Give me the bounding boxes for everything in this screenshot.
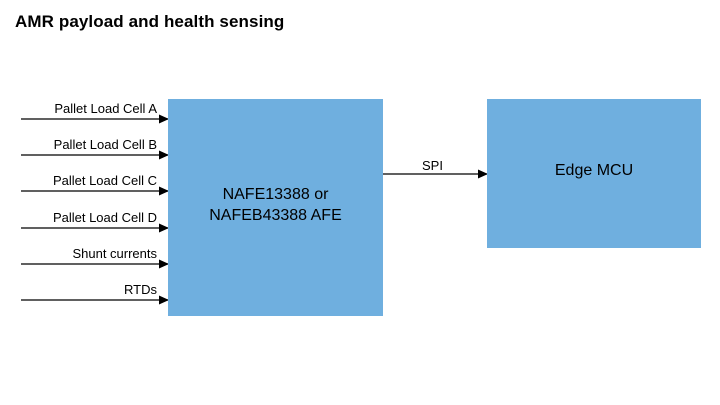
afe-label: NAFE13388 or NAFEB43388 AFE [168, 184, 383, 226]
afe-label-line-2: NAFEB43388 AFE [209, 207, 342, 224]
input-label: Shunt currents [72, 246, 157, 261]
spi-label: SPI [422, 158, 443, 173]
edge-mcu-block: Edge MCU [487, 99, 701, 248]
input-label: Pallet Load Cell D [52, 210, 157, 225]
afe-block: NAFE13388 or NAFEB43388 AFE [168, 99, 383, 316]
input-label: Pallet Load Cell B [53, 137, 157, 152]
diagram-title: AMR payload and health sensing [15, 12, 285, 31]
input-label: RTDs [124, 282, 157, 297]
afe-label-line-1: NAFE13388 or [222, 186, 329, 203]
input-label: Pallet Load Cell C [52, 173, 157, 188]
edge-mcu-label: Edge MCU [554, 162, 634, 179]
input-label: Pallet Load Cell A [54, 101, 157, 116]
